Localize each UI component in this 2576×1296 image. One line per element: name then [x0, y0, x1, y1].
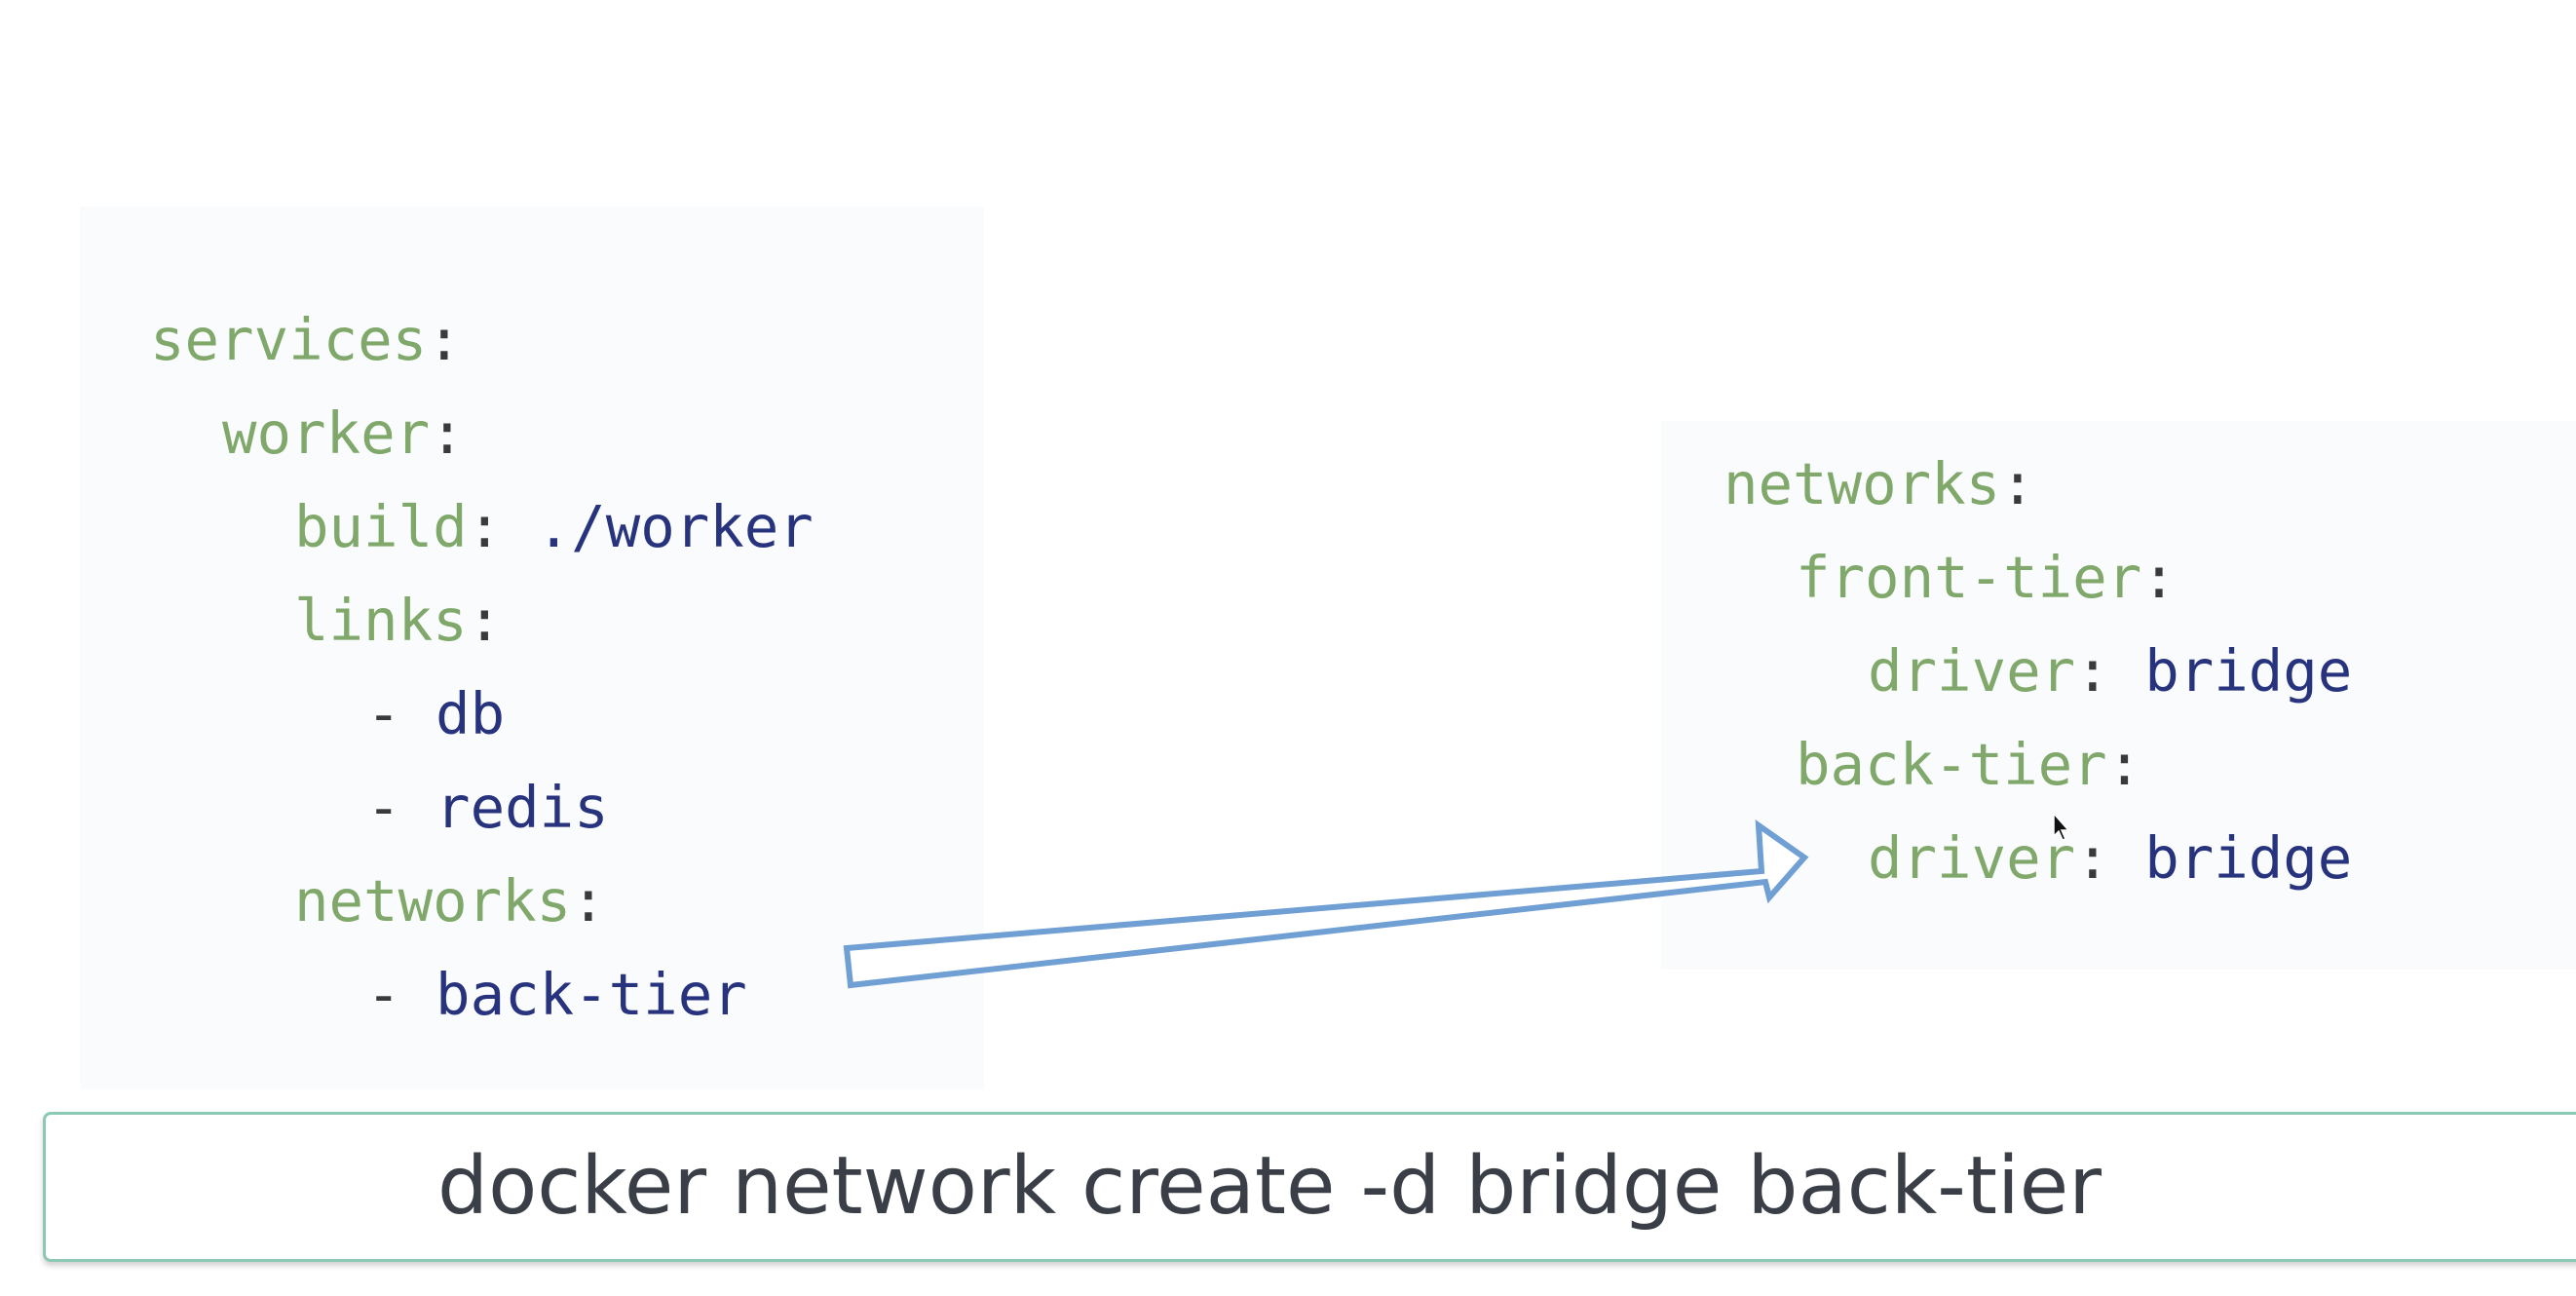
yaml-list-dash: -	[366, 680, 436, 747]
yaml-key: networks	[1724, 450, 2001, 517]
yaml-key: back-tier	[1796, 731, 2107, 798]
yaml-value: redis	[436, 774, 609, 841]
code-line-build: build: ./worker	[294, 493, 814, 561]
yaml-separator: :	[2141, 544, 2177, 611]
yaml-separator: :	[571, 867, 606, 934]
docker-command-text: docker network create -d bridge back-tie…	[437, 1140, 2102, 1233]
yaml-key: worker	[222, 400, 431, 467]
yaml-value: bridge	[2144, 824, 2353, 892]
yaml-key: driver	[1868, 824, 2076, 892]
code-line-front-tier: front-tier:	[1796, 544, 2177, 612]
code-line-networks: networks:	[294, 867, 606, 935]
yaml-key: links	[294, 587, 468, 654]
yaml-list-dash: -	[366, 774, 436, 841]
code-line-network-back-tier: - back-tier	[366, 961, 747, 1029]
yaml-value: back-tier	[436, 961, 747, 1028]
yaml-value: bridge	[2144, 637, 2353, 705]
code-line-worker: worker:	[222, 400, 465, 468]
yaml-key: driver	[1868, 637, 2076, 705]
yaml-value: ./worker	[536, 493, 814, 560]
yaml-list-dash: -	[366, 961, 436, 1028]
yaml-separator: :	[2000, 450, 2035, 517]
code-line-links: links:	[294, 587, 502, 655]
yaml-separator: :	[427, 306, 462, 373]
mouse-pointer-icon	[2053, 813, 2070, 841]
code-line-back-tier: back-tier:	[1796, 731, 2141, 799]
code-line-networks-root: networks:	[1724, 450, 2035, 518]
yaml-key: front-tier	[1796, 544, 2142, 611]
yaml-separator: :	[2106, 731, 2142, 798]
code-line-link-redis: - redis	[366, 774, 609, 842]
code-line-front-tier-driver: driver: bridge	[1868, 637, 2352, 705]
yaml-separator: :	[2075, 824, 2145, 892]
yaml-key: networks	[294, 867, 572, 934]
yaml-separator: :	[467, 587, 503, 654]
command-caption-box: docker network create -d bridge back-tie…	[43, 1112, 2576, 1262]
code-line-services: services:	[150, 306, 462, 374]
yaml-key: services	[150, 306, 428, 373]
yaml-separator: :	[467, 493, 537, 560]
yaml-separator: :	[2075, 637, 2145, 705]
yaml-key: build	[294, 493, 468, 560]
networks-code-panel: networks: front-tier: driver: bridge bac…	[1661, 421, 2576, 970]
code-line-link-db: - db	[366, 680, 505, 748]
yaml-value: db	[436, 680, 506, 747]
yaml-separator: :	[430, 400, 465, 467]
services-code-panel: services: worker: build: ./worker links:…	[80, 207, 984, 1089]
code-line-back-tier-driver: driver: bridge	[1868, 824, 2352, 893]
